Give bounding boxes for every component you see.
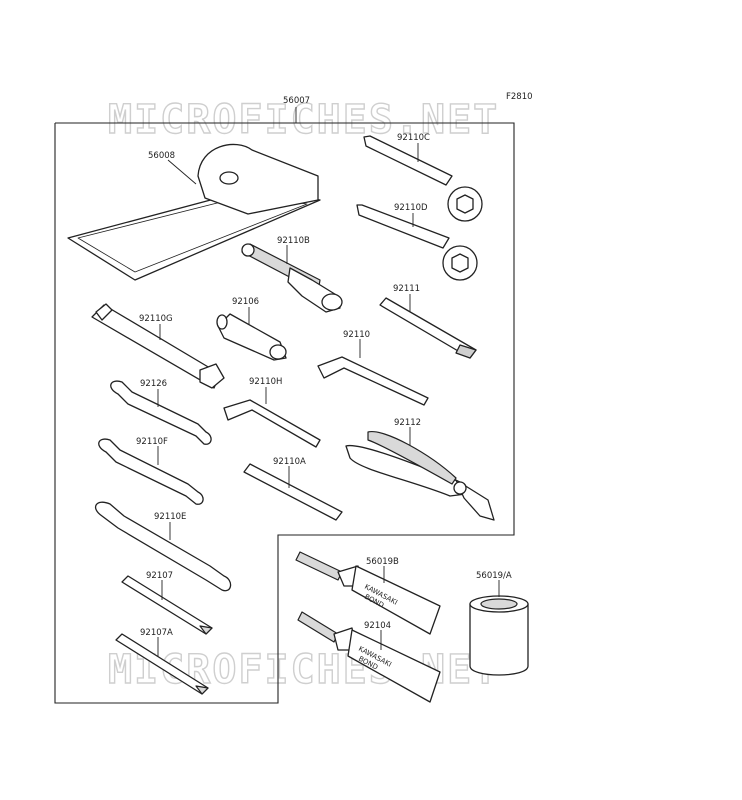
open-end-wrench-92110e[interactable] — [94, 501, 232, 592]
label-92126[interactable]: 92126 — [140, 379, 167, 389]
label-56008[interactable]: 56008 — [148, 151, 175, 161]
label-92110e[interactable]: 92110E — [154, 512, 186, 522]
plug-wrench-92106[interactable] — [216, 313, 287, 361]
hex-key-92110h[interactable] — [223, 399, 321, 448]
box-wrench-92110d[interactable] — [356, 204, 478, 281]
kit-boundary — [54, 122, 515, 704]
screwdriver-bit-92107a[interactable] — [115, 633, 209, 695]
can-56019a[interactable] — [469, 595, 529, 676]
label-56007[interactable]: 56007 — [283, 96, 310, 106]
pliers-92112[interactable] — [345, 431, 495, 521]
label-92112[interactable]: 92112 — [394, 418, 421, 428]
label-56019a[interactable]: 56019/A — [476, 571, 512, 581]
label-92110c[interactable]: 92110C — [397, 133, 430, 143]
label-92107a[interactable]: 92107A — [140, 628, 173, 638]
bond-tube-56019b[interactable]: KAWASAKI BOND — [295, 551, 441, 635]
open-end-wrench-92110f[interactable] — [98, 438, 204, 505]
label-92106[interactable]: 92106 — [232, 297, 259, 307]
flat-bar-92111[interactable] — [379, 297, 477, 359]
label-92110h[interactable]: 92110H — [249, 377, 282, 387]
tool-handle-92110a[interactable] — [243, 463, 343, 521]
leader-56008 — [167, 159, 197, 185]
label-92110[interactable]: 92110 — [343, 330, 370, 340]
label-92111[interactable]: 92111 — [393, 284, 420, 294]
label-92110b[interactable]: 92110B — [277, 236, 310, 246]
label-56019b[interactable]: 56019B — [366, 557, 399, 567]
label-92107[interactable]: 92107 — [146, 571, 173, 581]
bond-tube-92104[interactable]: KAWASAKI BOND — [297, 611, 441, 703]
label-92110a[interactable]: 92110A — [273, 457, 306, 467]
box-wrench-92110c[interactable] — [363, 135, 483, 222]
label-92104[interactable]: 92104 — [364, 621, 391, 631]
screwdriver-bit-92107[interactable] — [121, 575, 213, 635]
hex-key-92110[interactable] — [317, 356, 429, 406]
watermark-top: MICROFICHES.NET — [108, 97, 499, 143]
figure-code: F2810 — [506, 92, 533, 102]
extension-bar-92110g[interactable] — [91, 303, 225, 389]
open-end-wrench-92126[interactable] — [110, 380, 212, 445]
spark-plug-socket-92110b[interactable] — [241, 243, 343, 313]
label-92110f[interactable]: 92110F — [136, 437, 168, 447]
label-92110d[interactable]: 92110D — [394, 203, 428, 213]
label-92110g[interactable]: 92110G — [139, 314, 173, 324]
tool-pouch[interactable] — [67, 143, 321, 281]
